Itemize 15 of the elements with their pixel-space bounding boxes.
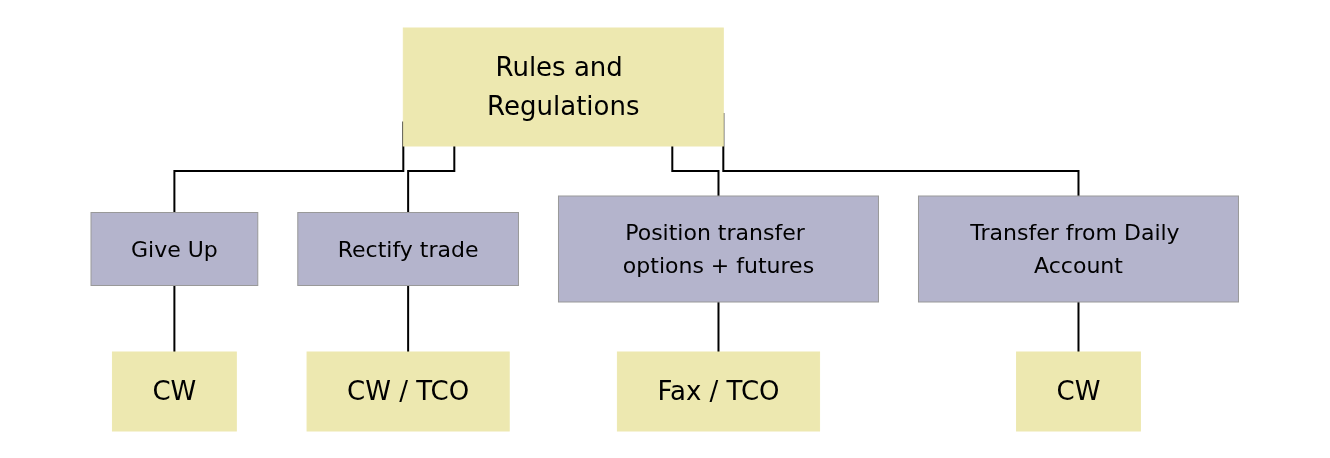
node-box: Position transfer options + futures — [558, 195, 880, 302]
connector — [407, 144, 456, 213]
node-box: CW — [1016, 351, 1142, 431]
connector — [173, 284, 176, 353]
node-box: Fax / TCO — [617, 351, 821, 431]
node-box: CW / TCO — [306, 351, 510, 431]
connector — [671, 144, 720, 197]
connector — [1077, 300, 1080, 353]
node-box: Transfer from Daily Account — [918, 195, 1240, 302]
connector — [717, 300, 720, 353]
node-box: Rectify trade — [297, 211, 520, 286]
node-box: Rules and Regulations — [403, 27, 725, 146]
node-box: CW — [112, 351, 238, 431]
connector — [407, 284, 410, 353]
node-box: Give Up — [90, 211, 259, 286]
